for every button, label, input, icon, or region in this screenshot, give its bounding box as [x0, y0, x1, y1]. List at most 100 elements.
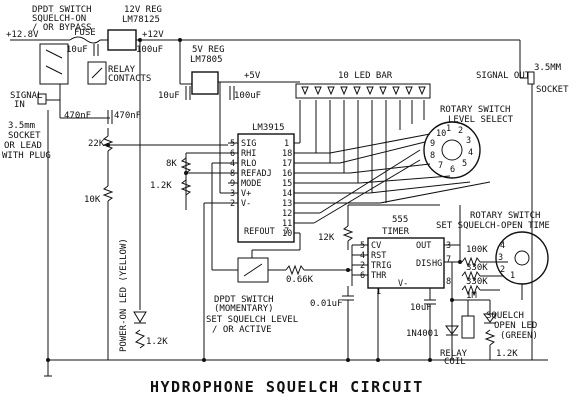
r22k-label: 22K: [88, 139, 105, 149]
cap-470nf-b-label: 470nF: [114, 111, 141, 121]
r066k-label: 0.66K: [286, 275, 314, 285]
svg-text:8: 8: [430, 151, 435, 161]
svg-text:10: 10: [436, 129, 446, 139]
r100k-label: 100K: [466, 245, 488, 255]
svg-text:V-: V-: [241, 199, 251, 209]
supply-label: +12.8V: [6, 30, 39, 40]
lm3915-refout: REFOUT: [244, 227, 275, 237]
cap10uf-c-label: 10uF: [410, 303, 432, 313]
lm3915-left-pins: 5 SIG 6 RHI 4 RLO 8 REFADJ 9 MODE 3 V+ 2…: [230, 139, 272, 209]
svg-text:15: 15: [282, 179, 292, 189]
svg-text:V-: V-: [398, 279, 408, 289]
signal-in-label-2: IN: [14, 100, 25, 110]
r100k: [461, 256, 481, 268]
signal-in-jack: [37, 93, 47, 105]
relay-label-1: RELAY: [108, 65, 136, 75]
svg-text:2: 2: [230, 199, 235, 209]
svg-text:5: 5: [462, 159, 467, 169]
jack-out-label: 3.5MM: [534, 63, 562, 73]
svg-text:REFADJ: REFADJ: [241, 169, 272, 179]
svg-text:4: 4: [500, 241, 505, 251]
svg-text:9: 9: [430, 139, 435, 149]
diode-label: 1N4001: [406, 329, 439, 339]
svg-text:17: 17: [282, 159, 292, 169]
svg-text:13: 13: [282, 199, 292, 209]
dpdt-top-label-1: DPDT SWITCH: [32, 5, 92, 15]
svg-text:9: 9: [230, 179, 235, 189]
rotary1-position-labels: 1 2 3 4 5 6 7 8 9 10: [430, 124, 473, 175]
svg-text:THR: THR: [371, 271, 387, 281]
cap-100uf-a-label: 100uF: [136, 45, 163, 55]
lm3915-right-pins: 1 18 17 16 15 14 13 12 11 10: [282, 139, 292, 239]
ledbar-label: 10 LED BAR: [338, 71, 393, 81]
cap001-label: 0.01uF: [310, 299, 343, 309]
r330k-b: [461, 284, 481, 296]
svg-text:1: 1: [376, 287, 381, 297]
timer-stubs: [351, 205, 461, 286]
reg5-label-1: 5V REG: [192, 45, 225, 55]
cap-10uf-b-label: 10uF: [158, 91, 180, 101]
timer-555-chip: [367, 237, 445, 289]
lm3915-left-stubs: [228, 142, 238, 204]
r1-2k-b: [134, 329, 146, 349]
sock-in-label-1: 3.5mm: [8, 121, 35, 131]
svg-text:MODE: MODE: [241, 179, 261, 189]
svg-text:1: 1: [446, 124, 451, 134]
svg-text:10: 10: [282, 229, 292, 239]
timer-bottom-pins: 1 V- 8: [376, 277, 451, 297]
timer-left-pins: 5 CV 4 RST 2 TRIG 6 THR: [360, 241, 391, 281]
r10k-label: 10K: [84, 195, 101, 205]
cap-100uf-b-label: 100uF: [234, 91, 261, 101]
svg-text:CV: CV: [371, 241, 381, 251]
svg-text:3: 3: [466, 136, 471, 146]
svg-text:11: 11: [282, 219, 292, 229]
svg-text:3: 3: [498, 253, 503, 263]
sqled-label-3: (GREEN): [500, 331, 538, 341]
r8k-label: 8K: [166, 159, 177, 169]
relay-contacts: [87, 61, 107, 85]
power-led-label: POWER-ON LED (YELLOW): [119, 238, 129, 352]
svg-text:3: 3: [230, 189, 235, 199]
lm3915-chip: [237, 133, 295, 243]
reg5-label-2: LM7805: [190, 55, 223, 65]
r8k: [180, 157, 192, 174]
svg-text:6: 6: [450, 165, 455, 175]
relay-coil: [461, 315, 475, 339]
svg-text:14: 14: [282, 189, 292, 199]
relay-contacts-blade: [91, 67, 103, 79]
reg12-label-1: 12V REG: [124, 5, 162, 15]
svg-text:6: 6: [360, 271, 365, 281]
svg-text:6: 6: [230, 149, 235, 159]
r10k: [102, 185, 114, 202]
cap-10uf-a-label: 10uF: [66, 45, 88, 55]
svg-text:V+: V+: [241, 189, 251, 199]
rotary-switch-time: [495, 231, 549, 285]
svg-text:8: 8: [446, 277, 451, 287]
dpdt-switch-top: [39, 43, 69, 85]
power-led: [133, 311, 147, 323]
svg-text:2: 2: [458, 126, 463, 136]
rot2-label-2: SET SQUELCH-OPEN TIME: [436, 221, 550, 231]
dpdt-top-label-2: SQUELCH-ON: [32, 14, 86, 24]
timer-right-pins: OUT 3 DIS 7 HG: [416, 241, 451, 269]
svg-text:HG: HG: [432, 259, 442, 269]
svg-text:16: 16: [282, 169, 292, 179]
svg-text:5: 5: [360, 241, 365, 251]
rot1-label-1: ROTARY SWITCH: [440, 105, 510, 115]
lm3915-refout-num: 7: [284, 227, 289, 237]
svg-text:4: 4: [230, 159, 235, 169]
lm3915-label: LM3915: [252, 123, 285, 133]
diagram-title: HYDROPHONE SQUELCH CIRCUIT: [150, 378, 424, 396]
r066k: [285, 264, 305, 276]
relaycoil-label-2: COIL: [444, 357, 466, 367]
rotary2-position-labels: 1 2 3 4: [498, 241, 515, 281]
dpdt-bot-label-2: (MOMENTARY): [214, 304, 274, 314]
regulator-12v: [107, 29, 137, 51]
r1-2k-c-label: 1.2K: [496, 349, 518, 359]
rotary-switch-time-hub: [514, 250, 530, 266]
svg-text:OUT: OUT: [416, 241, 431, 251]
rotary-switch-level-hub: [441, 139, 463, 161]
r1-2k-a: [180, 179, 192, 196]
svg-text:8: 8: [230, 169, 235, 179]
